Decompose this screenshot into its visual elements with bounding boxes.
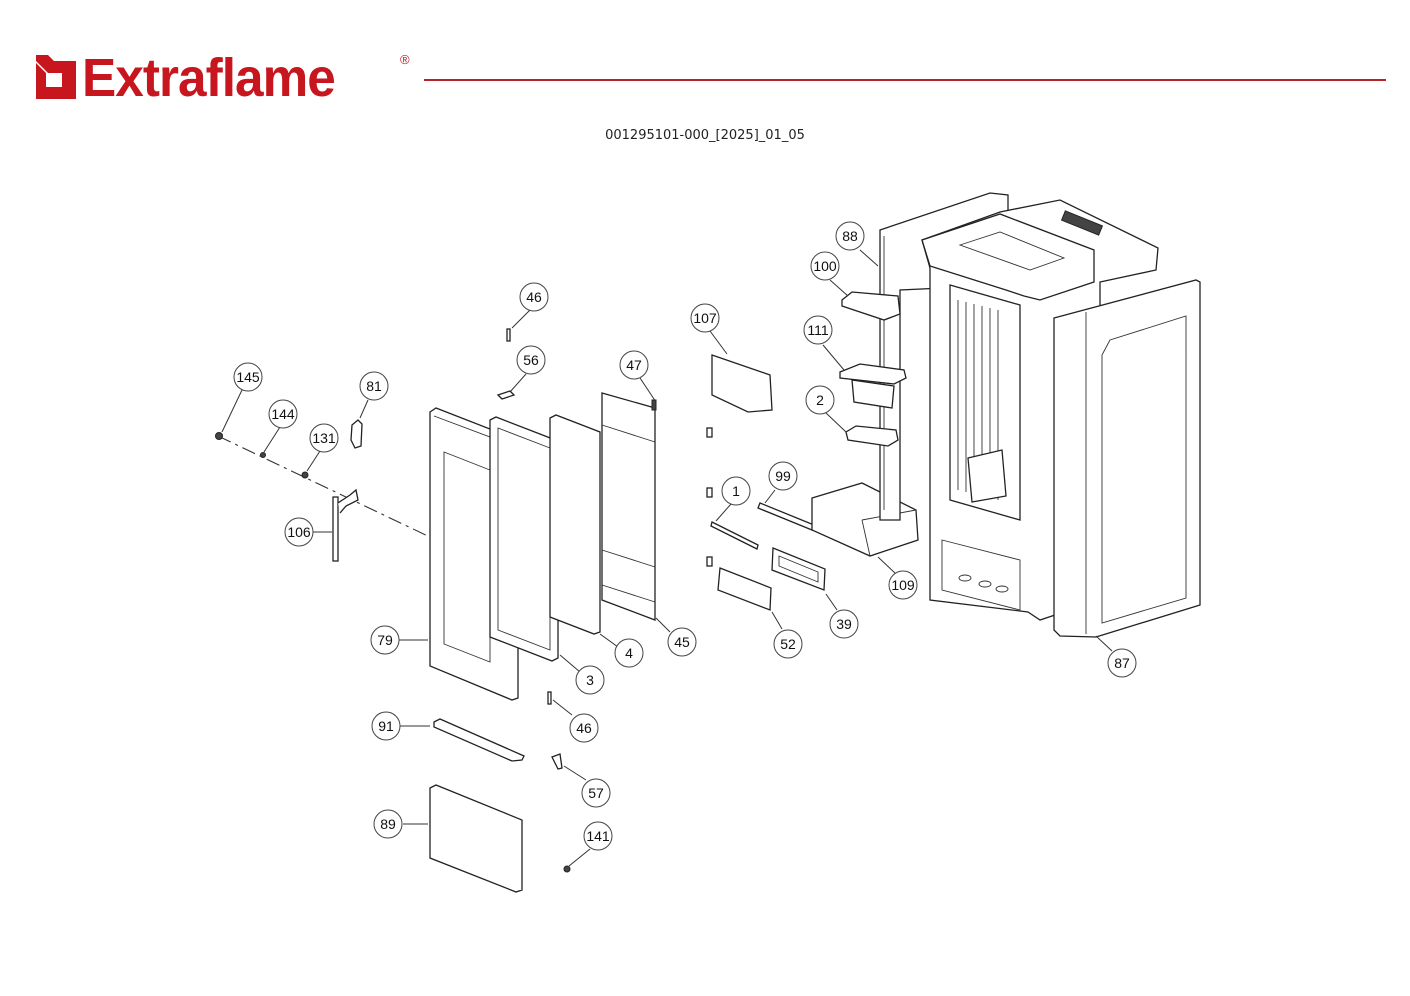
svg-text:100: 100 — [813, 258, 837, 274]
callout-88[interactable]: 88 — [835, 221, 865, 251]
part-39-slot-plate — [771, 547, 826, 591]
part-3-gasket-frame — [489, 416, 559, 662]
part-141-screw — [563, 865, 571, 873]
callout-47[interactable]: 47 — [619, 350, 649, 380]
svg-text:79: 79 — [377, 632, 393, 648]
part-2-gasket — [845, 425, 899, 447]
svg-text:89: 89 — [380, 816, 396, 832]
registered-mark: ® — [400, 52, 410, 67]
callout-56[interactable]: 56 — [516, 345, 546, 375]
svg-text:91: 91 — [378, 718, 394, 734]
callout-45[interactable]: 45 — [667, 627, 697, 657]
callout-107[interactable]: 107 — [690, 303, 720, 333]
small-clips — [706, 427, 713, 567]
svg-text:109: 109 — [891, 577, 915, 593]
part-109-base-tray — [811, 482, 919, 557]
svg-text:106: 106 — [287, 524, 311, 540]
part-111-burn-pot — [839, 363, 907, 409]
callout-1[interactable]: 1 — [721, 476, 751, 506]
leader-lines — [221, 249, 1113, 867]
part-46-pin-top — [506, 328, 511, 342]
svg-text:144: 144 — [271, 406, 295, 422]
part-106-hinge-pin — [332, 488, 359, 562]
callout-46-bottom[interactable]: 46 — [569, 713, 599, 743]
svg-text:141: 141 — [586, 828, 610, 844]
brand-name: Extraflame — [82, 48, 336, 108]
callout-100[interactable]: 100 — [810, 251, 840, 281]
callout-46-top[interactable]: 46 — [519, 282, 549, 312]
part-4-glass — [549, 414, 601, 635]
callout-79[interactable]: 79 — [370, 625, 400, 655]
svg-text:3: 3 — [586, 672, 594, 688]
callout-52[interactable]: 52 — [773, 629, 803, 659]
part-57-bracket — [551, 753, 563, 770]
callout-144[interactable]: 144 — [268, 399, 298, 429]
svg-text:56: 56 — [523, 352, 539, 368]
callout-89[interactable]: 89 — [373, 809, 403, 839]
svg-text:46: 46 — [526, 289, 542, 305]
callout-106[interactable]: 106 — [284, 517, 314, 547]
part-100-hopper-cover — [841, 291, 901, 321]
callout-87[interactable]: 87 — [1107, 648, 1137, 678]
part-81-handle — [350, 419, 363, 449]
svg-text:2: 2 — [816, 392, 824, 408]
callout-57[interactable]: 57 — [581, 778, 611, 808]
svg-text:81: 81 — [366, 378, 382, 394]
part-144-washer — [260, 452, 266, 458]
part-107-bracket-box — [711, 354, 773, 413]
svg-text:47: 47 — [626, 357, 642, 373]
part-145-screw — [215, 432, 223, 440]
callout-39[interactable]: 39 — [829, 609, 859, 639]
svg-text:88: 88 — [842, 228, 858, 244]
callout-141[interactable]: 141 — [583, 821, 613, 851]
callout-131[interactable]: 131 — [309, 423, 339, 453]
callout-109[interactable]: 109 — [888, 570, 918, 600]
callout-4[interactable]: 4 — [614, 638, 644, 668]
svg-text:46: 46 — [576, 720, 592, 736]
header-rule — [424, 79, 1386, 81]
svg-text:107: 107 — [693, 310, 717, 326]
callout-91[interactable]: 91 — [371, 711, 401, 741]
part-99-rod — [757, 502, 815, 531]
brand-logo: Extraflame — [34, 50, 348, 106]
document-code: 001295101-000_[2025]_01_05 — [605, 128, 805, 143]
flame-logo-icon — [36, 55, 76, 99]
svg-text:45: 45 — [674, 634, 690, 650]
hinge-axis-line — [217, 435, 433, 539]
svg-text:57: 57 — [588, 785, 604, 801]
part-91-deflector — [433, 718, 525, 762]
callout-2[interactable]: 2 — [805, 385, 835, 415]
part-45-inner-panel — [601, 392, 657, 621]
part-87-side-panel — [1053, 279, 1201, 638]
part-52-plate — [717, 567, 772, 611]
part-56-clip — [496, 390, 516, 400]
svg-text:1: 1 — [732, 483, 740, 499]
callout-99[interactable]: 99 — [768, 461, 798, 491]
svg-text:4: 4 — [625, 645, 633, 661]
part-1-rod — [710, 521, 759, 550]
svg-text:145: 145 — [236, 369, 260, 385]
svg-text:87: 87 — [1114, 655, 1130, 671]
svg-text:52: 52 — [780, 636, 796, 652]
callout-111[interactable]: 111 — [803, 315, 833, 345]
svg-text:39: 39 — [836, 616, 852, 632]
part-46-pin-bottom — [547, 691, 552, 705]
part-89-lower-cover — [429, 784, 523, 893]
svg-text:111: 111 — [807, 322, 828, 338]
callout-81[interactable]: 81 — [359, 371, 389, 401]
callout-3[interactable]: 3 — [575, 665, 605, 695]
svg-text:99: 99 — [775, 468, 791, 484]
callout-145[interactable]: 145 — [233, 362, 263, 392]
part-131-nut — [301, 471, 309, 479]
svg-text:131: 131 — [312, 430, 336, 446]
